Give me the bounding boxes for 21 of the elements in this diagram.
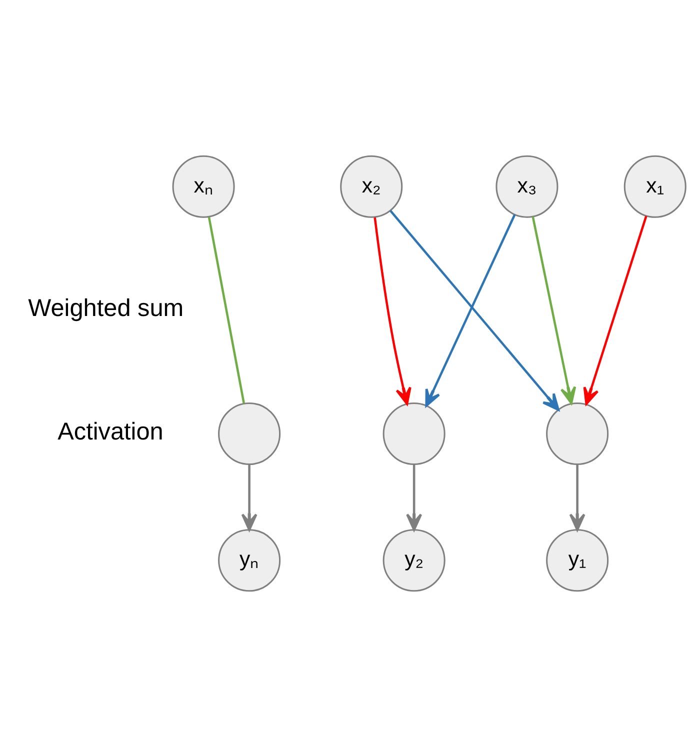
label: Activation [58,418,164,446]
label: Weighted sum [28,294,184,322]
arrow [374,216,412,404]
node-circle [382,402,446,465]
arrow [569,464,586,530]
node-circle: y₁ [546,528,609,592]
node-circle: y₂ [382,528,446,592]
node-circle: x₁ [624,154,686,218]
arrow [390,209,560,410]
connector [208,216,246,404]
node-circle: x₂ [340,154,403,218]
node-circle: yₙ [218,528,281,592]
arrow [406,464,422,530]
arrow [583,215,648,404]
arrow [532,216,576,404]
node-circle: xₙ [172,154,235,218]
arrow [241,464,258,530]
node-circle: x₃ [496,154,558,218]
node-circle [218,402,281,465]
arrow [425,214,516,406]
node-circle [546,402,609,465]
